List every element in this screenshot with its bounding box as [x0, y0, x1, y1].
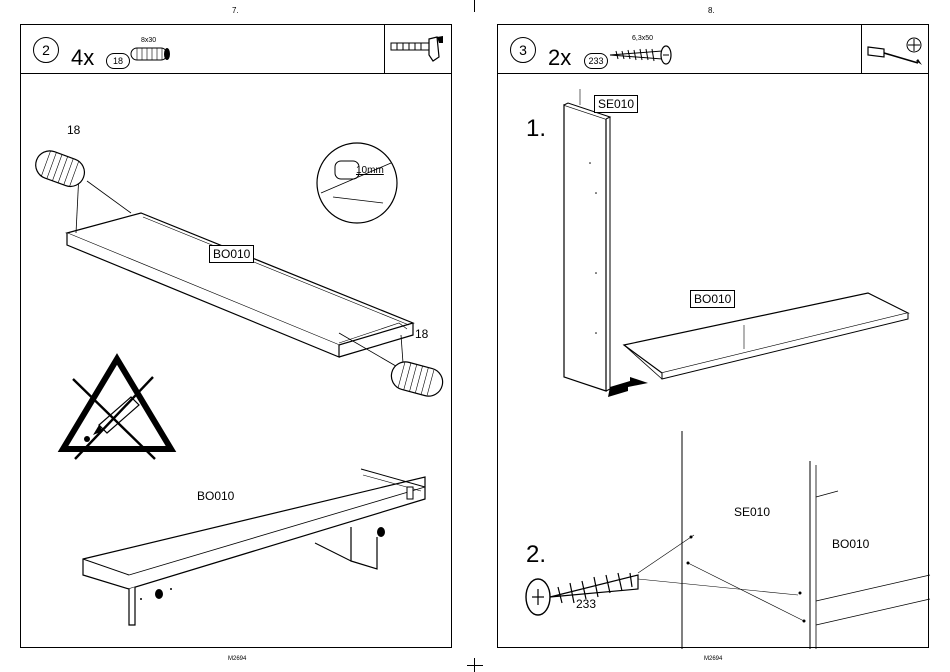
- depth-label: 10mm: [356, 165, 384, 176]
- page-number-left: 7.: [232, 6, 239, 15]
- screw-icon: [608, 43, 678, 69]
- assembly-illustration-1: [498, 73, 930, 393]
- part-size: 8x30: [141, 37, 156, 44]
- part-size: 6,3x50: [632, 35, 653, 42]
- hammer-icon: [389, 33, 447, 65]
- instruction-page-right: 3 2x 233 6,3x50 1. 2.: [497, 24, 929, 648]
- tool-box: [384, 25, 451, 73]
- page-number-right: 8.: [708, 6, 715, 15]
- footer-code-left: M2694: [228, 656, 246, 662]
- part-number: 233: [584, 53, 608, 69]
- crop-mark-horizontal: [467, 665, 483, 666]
- step-header: 3 2x 233 6,3x50: [498, 25, 928, 74]
- side-panel-label: SE010: [594, 95, 638, 113]
- board-label-top: BO010: [209, 245, 254, 263]
- screw-label: 233: [576, 597, 596, 611]
- instruction-page-left: 2 4x 18 8x30: [20, 24, 452, 648]
- part-quantity: 4x: [71, 45, 94, 71]
- board-illustration: [21, 73, 453, 393]
- board-label-bottom: BO010: [197, 489, 234, 503]
- depth-detail: [317, 143, 397, 223]
- no-glue-warning-icon: [59, 355, 175, 465]
- footer-code-right: M2694: [704, 656, 722, 662]
- screwdriver-icon: [866, 37, 924, 67]
- board-label-lower: BO010: [832, 537, 869, 551]
- dowel-label-bottom: 18: [415, 327, 428, 341]
- side-panel-label-lower: SE010: [734, 505, 770, 519]
- part-quantity: 2x: [548, 45, 571, 71]
- tool-box: [861, 25, 928, 73]
- step-header: 2 4x 18 8x30: [21, 25, 451, 74]
- crop-mark-top: [474, 0, 475, 12]
- step-number: 2: [33, 37, 59, 63]
- part-number: 18: [106, 53, 130, 69]
- board-label: BO010: [690, 290, 735, 308]
- dowel-label-top: 18: [67, 123, 80, 137]
- dowel-bottom: [388, 359, 445, 400]
- dowel-icon: [129, 45, 173, 65]
- board-installed-illustration: [21, 465, 453, 649]
- step-number: 3: [510, 37, 536, 63]
- dowel-top: [32, 147, 89, 190]
